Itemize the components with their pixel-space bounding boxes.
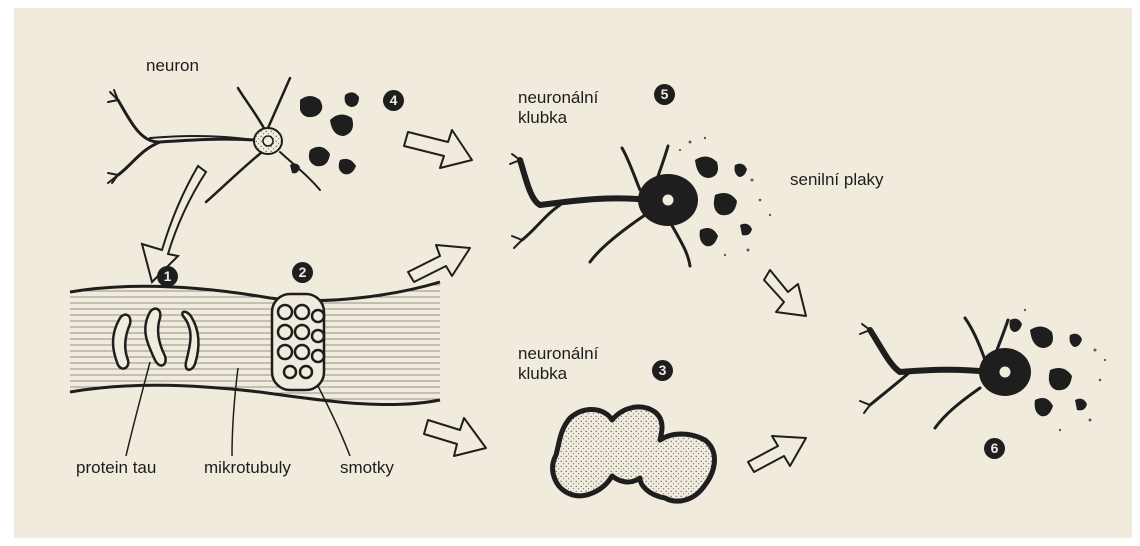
marker-1: 1: [157, 266, 178, 287]
arrow-5-to-6-icon: [764, 270, 806, 316]
label-microtubules: mikrotubuly: [204, 458, 291, 477]
marker-6: 6: [984, 438, 1005, 459]
neuron-4-drawing: [108, 78, 359, 202]
neuron-6-drawing: [860, 309, 1106, 431]
microtubule-strand-drawing: [70, 282, 440, 456]
label-neuronal-tangles-top-1: neuronální: [518, 88, 598, 107]
marker-5: 5: [654, 84, 675, 105]
label-senile-plaques: senilní plaky: [790, 170, 884, 189]
marker-2: 2: [292, 262, 313, 283]
neuron-5-drawing: [510, 137, 771, 266]
down-arrow-icon: [142, 166, 206, 282]
arrow-strand-to-5-icon: [408, 245, 470, 282]
label-neuronal-tangles-mid-2: klubka: [518, 364, 567, 383]
arrow-4-to-5-icon: [404, 130, 472, 168]
label-protein-tau: protein tau: [76, 458, 156, 477]
marker-4: 4: [383, 90, 404, 111]
label-neuron: neuron: [146, 56, 199, 75]
arrow-strand-to-3-icon: [424, 418, 486, 456]
label-neuronal-tangles-mid-1: neuronální: [518, 344, 598, 363]
tangles-3-drawing: [553, 407, 715, 501]
marker-3: 3: [652, 360, 673, 381]
arrow-3-to-6-icon: [748, 436, 806, 472]
label-tangles: smotky: [340, 458, 394, 477]
label-neuronal-tangles-top-2: klubka: [518, 108, 567, 127]
